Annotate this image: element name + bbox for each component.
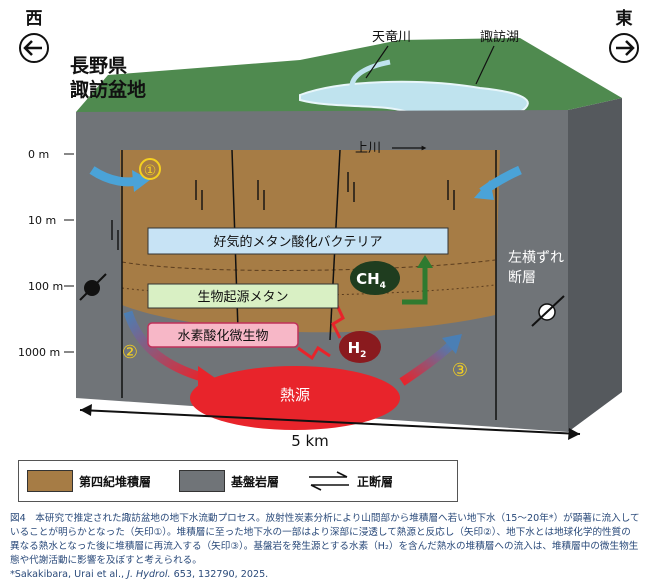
tenryu-label: 天竜川	[372, 30, 411, 45]
h2-zigzag-up	[331, 302, 345, 339]
arrow-1-left-head	[132, 170, 150, 192]
ch4-arrow	[402, 265, 428, 305]
region-line1: 長野県	[70, 55, 127, 77]
left-arrow-icon	[19, 33, 49, 63]
kamikawa-label: 上川	[355, 141, 381, 156]
citation-journal: J. Hydrol.	[127, 569, 171, 580]
aerobic-label: 好気的メタン酸化バクテリア	[213, 234, 382, 250]
fault-label-line1: 左横ずれ	[508, 250, 564, 266]
strike-slip-left-symbol	[79, 273, 107, 301]
arrow-2-head	[198, 366, 218, 390]
legend-item-quaternary: 第四紀堆積層	[27, 470, 151, 492]
suwa-lake-pointer	[475, 45, 495, 85]
fault-offset-marks	[111, 172, 455, 250]
legend-item-normal-fault: 正断層	[307, 471, 393, 491]
aerobic-box	[147, 227, 449, 255]
arrow-1-right-head	[474, 180, 494, 200]
citation-authors: *Sakakibara, Urai et al.,	[10, 569, 128, 580]
river-tenryu	[349, 59, 391, 98]
biogenic-box	[147, 283, 339, 309]
ch4-arrow-head	[417, 255, 433, 268]
block-right-face	[568, 98, 622, 432]
legend-normal-fault-label: 正断層	[357, 474, 394, 489]
strike-slip-right-symbol	[531, 295, 565, 327]
fault-label-line2: 断層	[508, 270, 536, 286]
quaternary-swatch	[27, 470, 73, 492]
caption-citation: *Sakakibara, Urai et al., J. Hydrol. 653…	[10, 568, 640, 582]
arrow-2	[123, 310, 207, 383]
suwa-lake-label: 諏訪湖	[480, 29, 519, 45]
marker-1-label: ①	[144, 163, 157, 179]
marker-2-label: ②	[122, 342, 138, 363]
legend-bedrock-label: 基盤岩層	[231, 474, 280, 489]
legend: 第四紀堆積層 基盤岩層 正断層	[18, 460, 458, 502]
bedrock-swatch	[179, 470, 226, 492]
hydrogen-microbe-box	[147, 322, 299, 348]
marker-1	[139, 158, 161, 180]
scale-bar	[79, 404, 581, 440]
depth-1000: 1000 m	[18, 346, 60, 359]
east-label: 東	[616, 8, 633, 29]
h2-badge	[339, 331, 381, 363]
hydrogen-microbe-label: 水素酸化微生物	[177, 329, 268, 344]
normal-fault-icon	[309, 471, 350, 491]
arrow-3-head	[442, 334, 462, 354]
scale-label: 5 km	[291, 432, 329, 450]
legend-quaternary-label: 第四紀堆積層	[79, 474, 152, 489]
depth-100: 100 m	[28, 280, 63, 293]
right-arrow-icon	[609, 33, 639, 63]
groundwater-diagram: 熱源 好気的メタン酸化バクテリア 生物起源メタン 水素酸化微生物 CH4 H2 …	[18, 8, 639, 450]
west-label: 西	[26, 9, 43, 29]
figure-caption: 図4 本研究で推定された諏訪盆地の地下水流動プロセス。放射性炭素分析により山間部…	[10, 512, 640, 582]
heat-source	[190, 366, 400, 430]
marker-3-label: ③	[452, 360, 468, 381]
h2-text: H2	[348, 339, 367, 360]
caption-text: 図4 本研究で推定された諏訪盆地の地下水流動プロセス。放射性炭素分析により山間部…	[10, 513, 640, 566]
biogenic-label: 生物起源メタン	[197, 290, 288, 305]
ch4-text: CH4	[356, 270, 386, 291]
heat-source-label: 熱源	[280, 386, 310, 404]
depth-10: 10 m	[28, 214, 56, 227]
horizon-dashed-2	[121, 284, 496, 296]
citation-details: 653, 132790, 2025.	[170, 569, 269, 580]
depth-scale: 0 m 10 m 100 m 1000 m	[18, 148, 74, 359]
ch4-badge	[350, 261, 400, 295]
depth-0: 0 m	[28, 148, 49, 161]
tenryu-pointer	[365, 45, 389, 79]
horizon-dashed-1	[121, 259, 496, 271]
h2-zigzag-side	[297, 345, 331, 361]
arrow-3	[399, 340, 456, 386]
legend-item-bedrock: 基盤岩層	[179, 470, 279, 492]
region-line2: 諏訪盆地	[70, 78, 146, 101]
